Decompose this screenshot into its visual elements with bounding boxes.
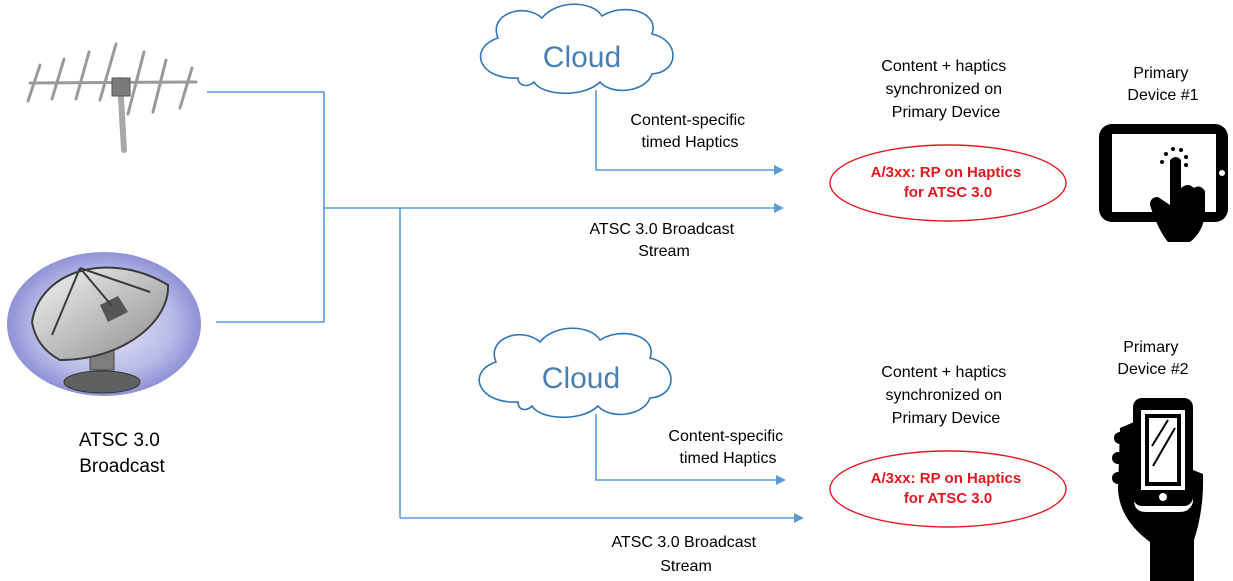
cloud-label-2: Cloud [542,362,620,395]
source-connectors [207,91,401,518]
tv-antenna-icon [26,42,198,153]
device-label-1: Primary Device #1 [1127,65,1198,104]
source-label: ATSC 3.0 Broadcast [79,430,166,477]
phone-in-hand-icon [1112,398,1204,581]
haptics-arrow-2 [595,414,786,485]
cloud-shape-2 [478,327,672,418]
rp-label-2: A/3xx: RP on Haptics for ATSC 3.0 [871,470,1026,507]
haptics-arrow-1 [595,90,784,175]
haptics-label-2: Content-specific timed Haptics [668,428,787,467]
haptics-label-1: Content-specific timed Haptics [630,112,749,151]
cloud-shape-1 [479,3,674,94]
stream-label-1: ATSC 3.0 Broadcast Stream [589,221,738,260]
sync-label-2: Content + haptics synchronized on Primar… [881,364,1010,427]
tablet-touch-icon [1099,124,1228,242]
cloud-label-1: Cloud [543,41,621,74]
rp-label-1: A/3xx: RP on Haptics for ATSC 3.0 [871,164,1026,201]
stream-label-2: ATSC 3.0 Broadcast Stream [611,534,760,575]
sync-label-1: Content + haptics synchronized on Primar… [881,58,1010,121]
rp-ellipse-2 [829,450,1067,528]
satellite-dish-icon [7,252,201,396]
device-label-2: Primary Device #2 [1117,339,1188,378]
rp-ellipse-1 [829,144,1067,222]
